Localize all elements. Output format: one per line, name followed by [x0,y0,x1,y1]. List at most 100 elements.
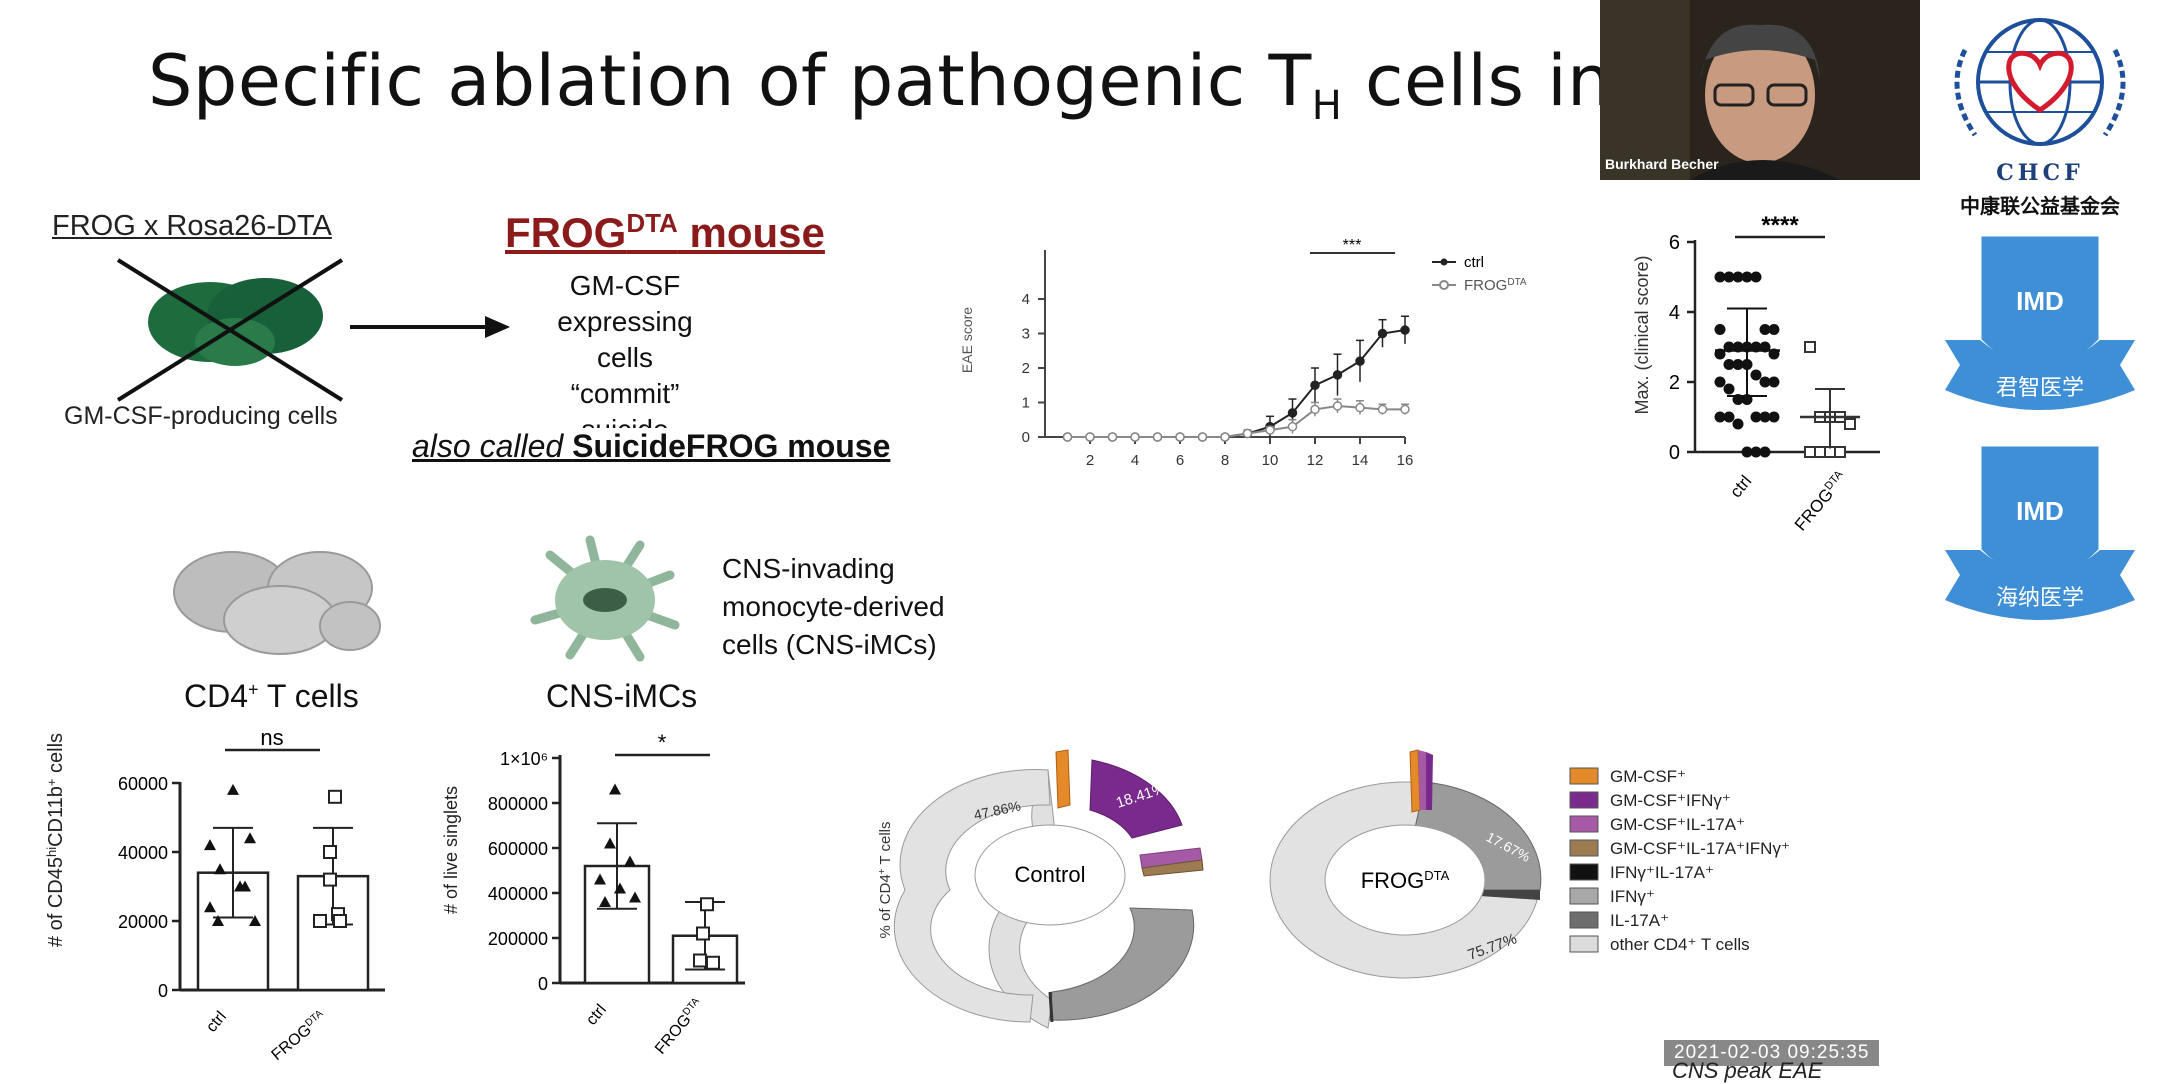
imd-badge-1-icon: IMD 君智医学 [1945,233,2135,410]
legend-label: IL-17A⁺ [1610,911,1669,930]
frog-segment-il17 [1480,890,1540,900]
cross-cells-illustration [116,258,344,402]
control-donut-hole [974,824,1126,926]
also-called-label: also called SuicideFROG mouse [412,428,891,465]
legend-label: GM-CSF⁺ [1610,767,1686,786]
participant-video-tile[interactable]: Burkhard Becher [1600,0,1920,180]
desc-line: GM-CSF [569,270,681,301]
eae-frog-point [1220,432,1230,442]
participant-name: Burkhard Becher [1605,156,1719,172]
eae-frog-point [1130,432,1140,442]
participant-avatar-icon [1600,0,1920,180]
bar-point [333,914,347,928]
legend-swatch [1569,815,1599,833]
bar-point [594,873,606,885]
chcf-globe-logo-icon [1954,18,2126,146]
control-center-label-top: Control [1015,862,1086,887]
eae-legend: ctrl FROGDTA [1432,254,1527,294]
live-singlets-bar-chart: # of live singlets 020000040000060000080… [441,730,745,1058]
imc-desc-line: CNS-invading [722,553,895,584]
max-ctrl-point [1723,359,1735,370]
mouse-title: FROGDTA mouse [505,208,825,256]
eae-xtick-label: 8 [1221,452,1229,469]
bar-ytick-label: 0 [538,974,548,994]
control-segment-ifng [1049,907,1195,1021]
max-ylabel: Max. (clinical score) [1632,255,1652,414]
max-ctrl-point [1723,271,1735,283]
chcf-name: 中康联公益基金会 [1960,196,2120,218]
cd4-label: CD4+ T cells [184,678,359,714]
eae-frog-point [1197,432,1208,442]
max-xlabel-frog: FROGDTA [1791,468,1851,535]
legend-swatch [1569,911,1599,929]
eae-frog-point [1062,432,1073,442]
imc-desc-line: cells (CNS-iMCs) [722,629,937,660]
donut-frog: Control FROGDTA 17.67% 75.77% [974,749,1542,979]
max-ctrl-point [1714,324,1726,335]
cross-line-b [116,258,344,402]
max-ctrl-point [1750,369,1762,381]
eae-ctrl-point [1332,370,1343,380]
eae-frog-point [1332,401,1343,411]
eae-frog-point [1152,432,1163,442]
singlets-bars [583,783,739,985]
max-ctrl-point [1759,324,1771,335]
legend-label: GM-CSF⁺IL-17A⁺ [1610,815,1745,834]
legend-label: other CD4⁺ T cells [1610,935,1750,954]
eae-xtick-label: 2 [1086,452,1094,469]
imc-cell-illustration [530,535,680,662]
max-ctrl-point [1768,376,1780,388]
bar-point [604,837,616,849]
imc-label: CNS-iMCs [546,678,698,714]
control-segment-triple [1141,859,1204,877]
max-ctrl-point [1741,271,1753,283]
eae-legend-ctrl: ctrl [1464,254,1484,271]
imd-badge1-text: 君智医学 [1996,375,2084,400]
eae-ytick-label: 2 [1022,360,1030,377]
max-points [1714,271,1860,458]
max-ctrl-point [1723,411,1735,423]
eae-frog-point [1377,404,1388,415]
eae-ctrl-line [1067,329,1406,438]
green-cell-front [195,318,275,366]
max-ctrl-point [1759,446,1771,458]
desc-line: “commit” [570,378,680,409]
eae-xtick-label: 10 [1262,452,1279,469]
eae-frog-point [1287,421,1298,432]
bar-ytick-label: 0 [158,981,168,1001]
legend-label: GM-CSF⁺IL-17A⁺IFNγ⁺ [1610,839,1790,858]
bar-point [239,880,251,892]
imd-text-1: IMD [2016,286,2064,316]
bar-ytick-label: 600000 [488,839,548,859]
frog-donut-hole [1324,824,1486,936]
legend-swatch [1569,863,1599,881]
cd45-ylabel: # of CD45hiCD11b+ cells [44,733,67,947]
bar-point [323,845,337,859]
max-frog-point [1814,446,1826,458]
max-ytick-label: 4 [1669,302,1680,324]
bar-ytick-label: 60000 [118,774,168,794]
imd-badge2-text: 海纳医学 [1996,585,2084,610]
bar-point [244,832,256,844]
bar-point [323,872,337,887]
singlets-ylabel: # of live singlets [441,786,461,914]
eae-ytick-label: 3 [1022,326,1030,343]
singlets-xlabel-frog: FROGDTA [651,996,707,1058]
max-frog-point [1834,446,1846,458]
eae-frog-line [1067,404,1405,438]
bar-point [706,955,720,970]
singlets-xlabel-ctrl: ctrl [583,1001,610,1028]
max-ctrl-point [1723,383,1735,395]
max-ctrl-point [1714,271,1726,283]
legend-swatch [1569,767,1599,785]
cross-caption: GM-CSF-producing cells [64,402,338,430]
bar-point [624,855,636,867]
bar-point [700,897,714,912]
frog-segment-gmcsf-ifng [1426,752,1433,810]
desc-line: cells [596,342,653,373]
